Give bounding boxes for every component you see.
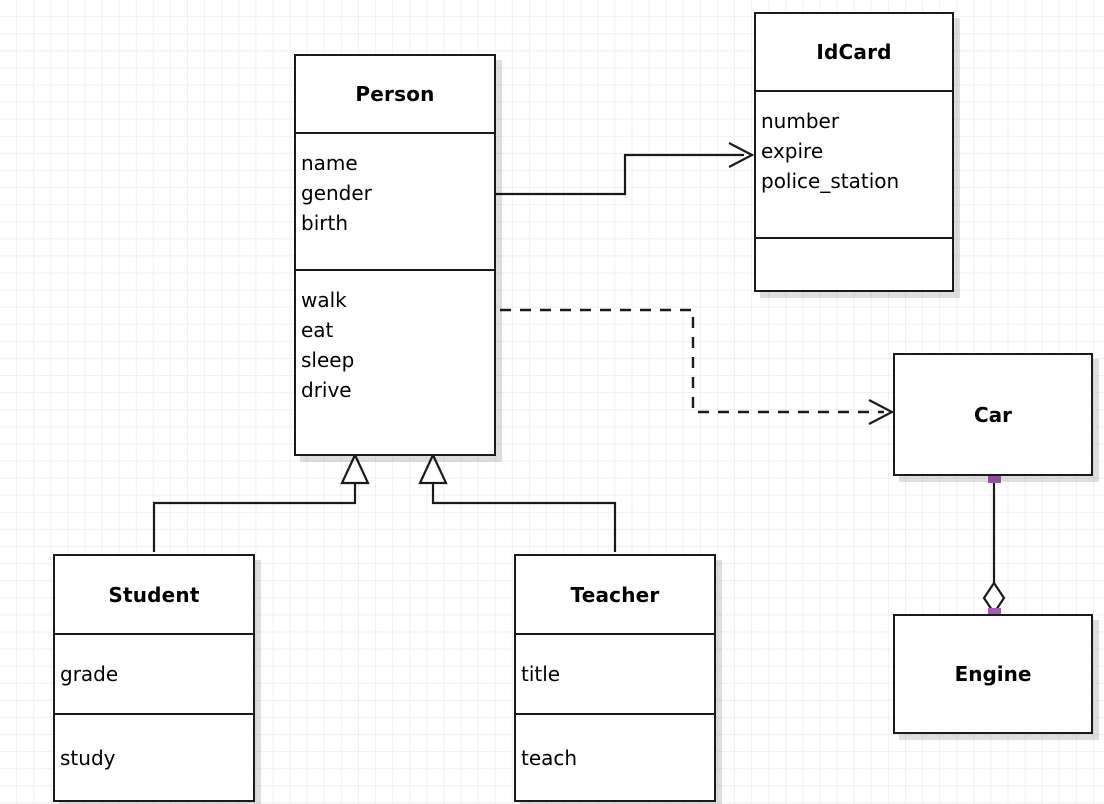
- attribute-item: police_station: [761, 169, 900, 193]
- connector-car-engine[interactable]: [982, 478, 1006, 615]
- attribute-item: gender: [301, 181, 372, 205]
- class-name-idcard: IdCard: [756, 14, 952, 90]
- class-title-label: Car: [973, 402, 1013, 427]
- class-box-car[interactable]: Car: [893, 353, 1093, 476]
- connector-teacher-person[interactable]: [418, 452, 617, 552]
- class-name-person: Person: [296, 56, 494, 132]
- operation-item: teach: [521, 746, 578, 770]
- operations-teacher: teach: [516, 713, 714, 801]
- attribute-item: expire: [761, 139, 824, 163]
- attributes-teacher: title: [516, 633, 714, 713]
- attributes-idcard: number expire police_station: [756, 90, 952, 237]
- operation-item: drive: [301, 378, 352, 402]
- class-title-label: Teacher: [570, 582, 660, 607]
- operations-person: walk eat sleep drive: [296, 269, 494, 454]
- operation-item: sleep: [301, 348, 355, 372]
- connector-person-idcard[interactable]: [496, 142, 755, 196]
- attribute-item: name: [301, 151, 358, 175]
- class-box-engine[interactable]: Engine: [893, 614, 1093, 734]
- class-title-label: Engine: [954, 662, 1032, 686]
- operation-item: eat: [301, 318, 334, 342]
- attributes-person: name gender birth: [296, 132, 494, 269]
- connector-student-person[interactable]: [152, 452, 370, 552]
- class-box-student[interactable]: Student grade study: [53, 554, 255, 802]
- class-name-teacher: Teacher: [516, 556, 714, 633]
- class-box-idcard[interactable]: IdCard number expire police_station: [754, 12, 954, 292]
- connector-person-car[interactable]: [500, 308, 895, 425]
- attribute-item: birth: [301, 211, 348, 235]
- class-box-teacher[interactable]: Teacher title teach: [514, 554, 716, 802]
- operations-idcard: [756, 237, 952, 290]
- operations-student: study: [55, 713, 253, 801]
- attribute-item: number: [761, 109, 840, 133]
- class-title-label: Student: [108, 582, 200, 607]
- attribute-item: title: [521, 662, 561, 686]
- operation-item: study: [60, 746, 116, 770]
- attribute-item: grade: [60, 662, 119, 686]
- class-name-student: Student: [55, 556, 253, 633]
- operation-item: walk: [301, 288, 347, 312]
- attributes-student: grade: [55, 633, 253, 713]
- class-title-label: IdCard: [816, 40, 892, 64]
- class-box-person[interactable]: Person name gender birth walk eat sleep …: [294, 54, 496, 456]
- class-title-label: Person: [355, 82, 435, 106]
